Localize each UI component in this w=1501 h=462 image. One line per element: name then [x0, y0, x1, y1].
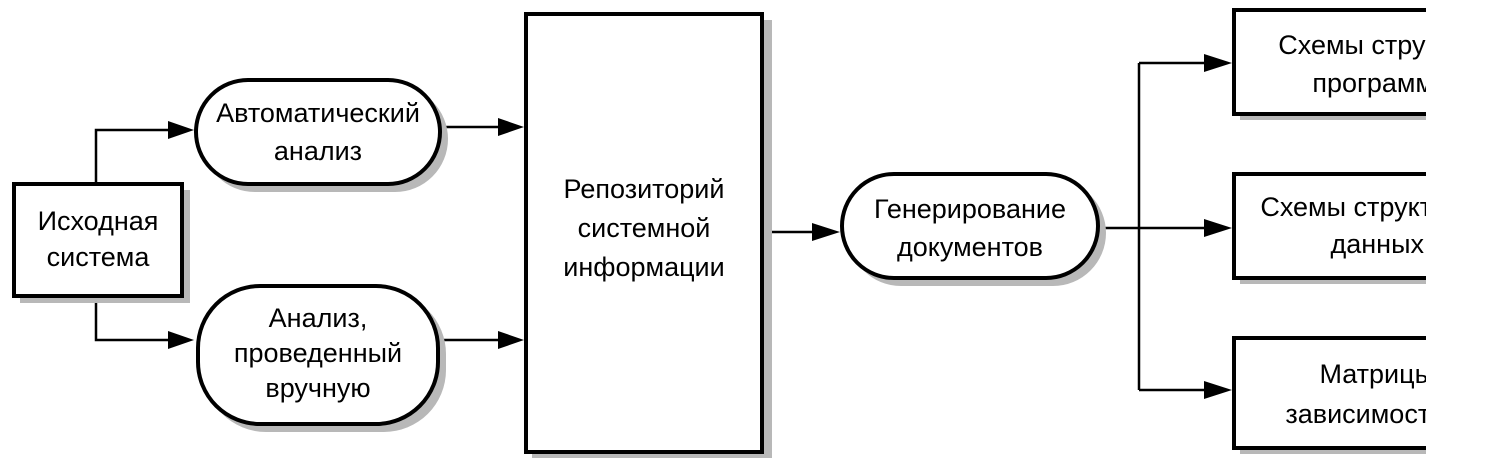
doc-generation-pill [840, 172, 1100, 280]
node-auto-analysis: Автоматический анализ [194, 78, 448, 192]
data-schemes-box [1232, 172, 1432, 280]
node-repository: Репозиторий системной информации [524, 12, 772, 458]
connector-docgen-to-outputs [1098, 61, 1208, 392]
program-schemes-label-line-1: Схемы структ [1278, 30, 1450, 60]
arrowhead-matrices-in [1204, 381, 1232, 399]
connector-source-to-manual [94, 296, 172, 342]
source-system-box [12, 182, 184, 298]
repository-box [524, 12, 764, 454]
doc-generation-label-line-2: документов [897, 232, 1043, 262]
program-schemes-box [1232, 8, 1432, 116]
repository-label-line-1: Репозиторий [564, 174, 725, 204]
source-system-label-line-2: система [47, 242, 151, 272]
right-edge-crop [1426, 0, 1501, 462]
auto-analysis-label-line-2: анализ [274, 136, 362, 166]
connector-source-to-auto [94, 128, 172, 184]
manual-analysis-label-line-2: проведенный [234, 338, 402, 368]
manual-analysis-label-line-3: вручную [265, 373, 370, 403]
manual-analysis-label-line-1: Анализ, [269, 303, 368, 333]
doc-generation-label-line-1: Генерирование [874, 194, 1066, 224]
node-doc-generation: Генерирование документов [840, 172, 1106, 286]
auto-analysis-label-line-1: Автоматический [216, 98, 420, 128]
node-dependency-matrices: Матрицы зависимостей [1232, 336, 1460, 454]
arrowhead-data-schemes-in [1204, 219, 1232, 237]
arrowhead-docgen-in [812, 223, 840, 241]
arrowhead-program-schemes-in [1204, 54, 1232, 72]
node-program-schemes: Схемы структ программ [1232, 8, 1450, 120]
node-manual-analysis: Анализ, проведенный вручную [196, 284, 446, 432]
dependency-matrices-box [1232, 336, 1432, 450]
node-source-system: Исходная система [12, 182, 190, 303]
manual-analysis-pill [196, 284, 440, 426]
source-system-label-line-1: Исходная [38, 206, 159, 236]
arrowhead-manual-in [168, 331, 194, 349]
arrowhead-auto-in [168, 121, 194, 139]
arrowhead-repo-in-top [498, 118, 524, 136]
repository-label-line-3: информации [563, 252, 724, 282]
program-schemes-label-line-2: программ [1312, 68, 1434, 98]
connectors [94, 54, 1232, 399]
dependency-matrices-label-line-1: Матрицы [1319, 359, 1434, 389]
node-data-schemes: Схемы структуры данных [1232, 172, 1480, 284]
data-schemes-label-line-2: данных [1331, 229, 1425, 259]
auto-analysis-pill [194, 78, 442, 186]
repository-label-line-2: системной [578, 213, 711, 243]
arrowhead-repo-in-bottom [498, 331, 524, 349]
